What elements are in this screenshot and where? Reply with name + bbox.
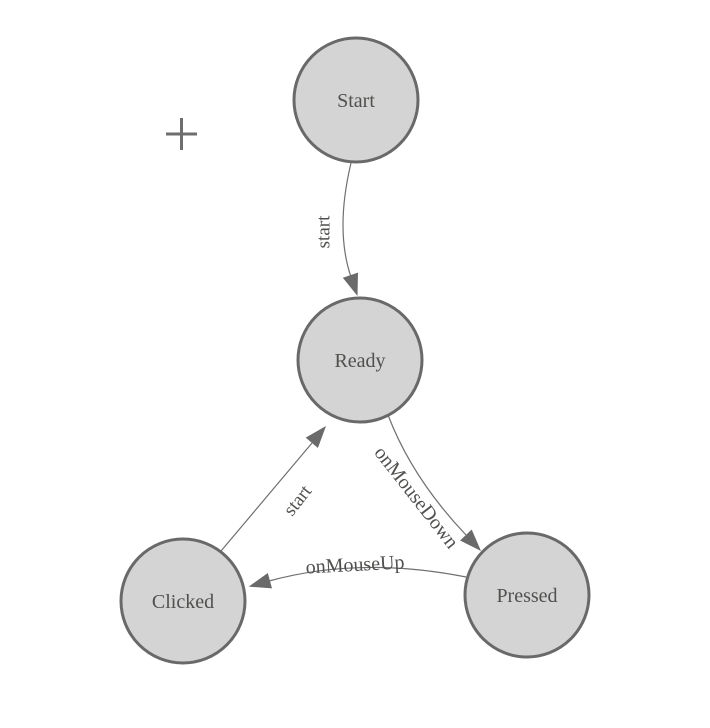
state-label: Pressed <box>496 585 557 607</box>
edge-path <box>342 162 352 278</box>
arrowhead-icon <box>460 529 481 551</box>
state-circle <box>296 296 424 424</box>
state-label: Start <box>337 90 375 112</box>
edge-label: start <box>280 481 317 520</box>
edge-label: onMouseDown <box>370 442 463 553</box>
edge-path <box>220 442 313 552</box>
state-node-clicked[interactable]: Clicked <box>119 537 247 665</box>
edge-label: onMouseUp <box>305 551 405 578</box>
arrowhead-icon <box>342 272 358 296</box>
state-circle <box>119 537 247 665</box>
state-label: Clicked <box>152 591 214 613</box>
state-circle <box>292 36 420 164</box>
transition-edge-clicked-ready: start <box>220 426 326 552</box>
transition-edge-start-ready: start <box>314 162 358 296</box>
edge-path <box>268 566 467 582</box>
transition-edge-ready-pressed: onMouseDown <box>370 414 481 553</box>
state-node-start[interactable]: Start <box>292 36 420 164</box>
arrowhead-icon <box>305 426 326 448</box>
edge-path <box>387 414 467 536</box>
arrowhead-icon <box>248 573 272 589</box>
edge-label: start <box>314 215 335 248</box>
state-circle <box>463 531 591 659</box>
state-label: Ready <box>334 350 385 372</box>
state-node-pressed[interactable]: Pressed <box>463 531 591 659</box>
transition-edge-pressed-clicked: onMouseUp <box>248 551 467 589</box>
plus-icon[interactable] <box>166 118 197 150</box>
state-node-ready[interactable]: Ready <box>296 296 424 424</box>
